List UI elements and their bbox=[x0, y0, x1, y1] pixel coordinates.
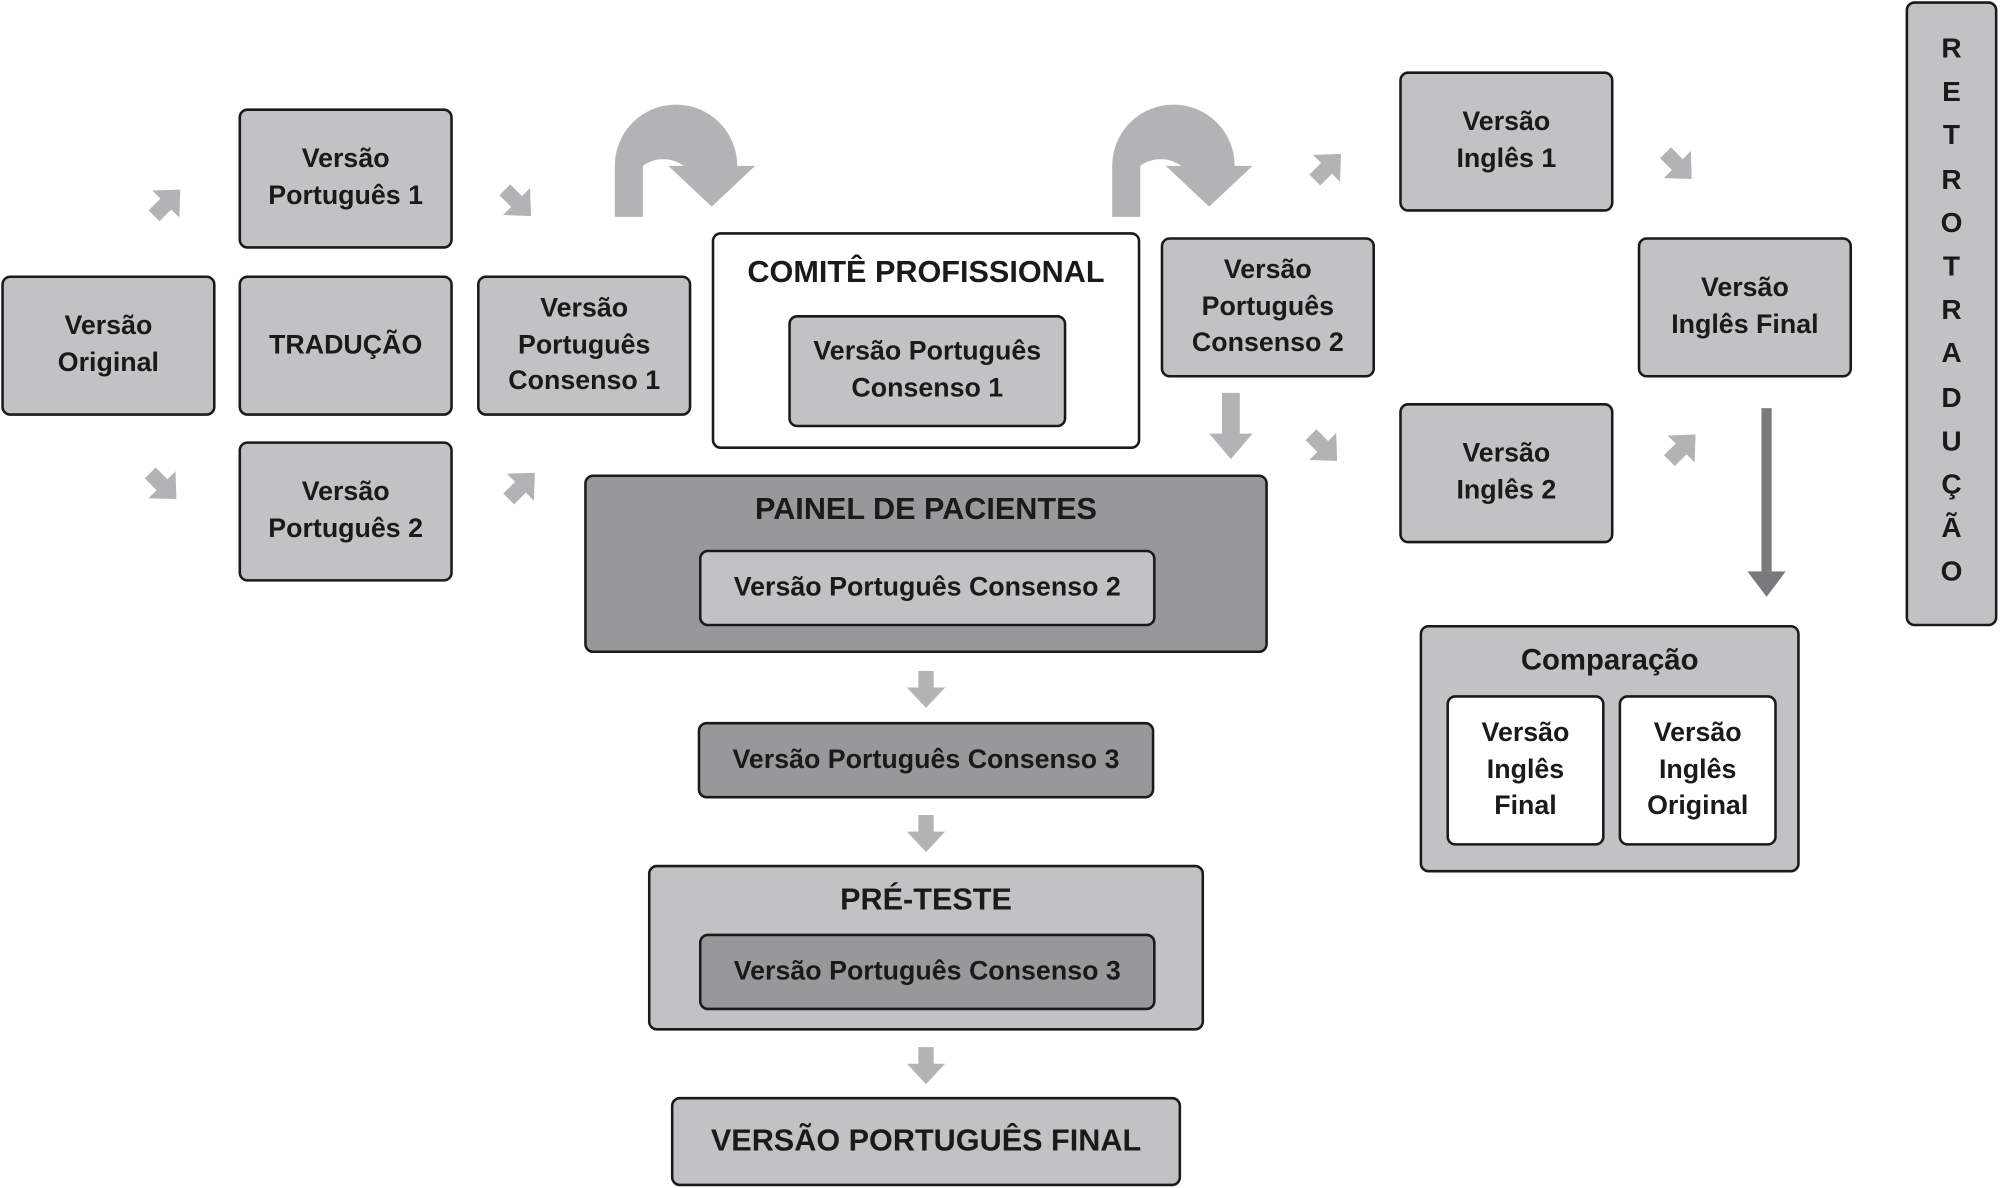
versao-portugues-2-box: Versão Português 2 bbox=[238, 441, 453, 582]
u-turn-arrow bbox=[1112, 104, 1253, 217]
u-turn-arrow bbox=[614, 104, 756, 217]
arrow-up-right bbox=[1301, 140, 1355, 194]
retroducao-letter: R bbox=[1941, 31, 1962, 64]
versao-portugues-final-box: VERSÃO PORTUGUÊS FINAL bbox=[670, 1096, 1182, 1187]
arrow-down bbox=[906, 815, 946, 853]
retroducao-letter: R bbox=[1941, 162, 1962, 195]
retroducao-letter: Ç bbox=[1941, 468, 1962, 501]
retroducao-letter: T bbox=[1942, 250, 1961, 282]
arrow-up-right bbox=[1655, 421, 1710, 475]
retroducao-letter: Ã bbox=[1941, 511, 1962, 544]
arrow-down bbox=[906, 1047, 946, 1085]
arrow-down bbox=[1209, 392, 1253, 460]
versao-portugues-consenso-1-box: Versão Português Consenso 1 bbox=[477, 275, 692, 416]
comite-inner-box: Versão Português Consenso 1 bbox=[788, 315, 1067, 428]
versao-ingles-1-box: Versão Inglês 1 bbox=[1399, 71, 1614, 212]
long-arrow-head bbox=[1747, 571, 1786, 597]
comparacao-title: Comparação bbox=[1520, 642, 1699, 677]
comparacao-panel: Comparação Versão Inglês Final Versão In… bbox=[1419, 624, 1800, 873]
versao-ingles-final-box: Versão Inglês Final bbox=[1637, 237, 1853, 378]
retroducao-letter: A bbox=[1941, 337, 1962, 370]
versao-original-box: Versão Original bbox=[1, 275, 216, 416]
pre-teste-inner-box: Versão Português Consenso 3 bbox=[698, 933, 1156, 1011]
retroducao-letter: E bbox=[1942, 75, 1961, 108]
comparacao-ingles-final: Versão Inglês Final bbox=[1446, 695, 1605, 846]
arrow-up-right bbox=[495, 459, 549, 513]
arrow-up-right bbox=[140, 176, 194, 230]
arrow-down-right bbox=[491, 176, 545, 230]
versao-consenso-3-box: Versão Português Consenso 3 bbox=[697, 721, 1155, 799]
retroducao-letter: U bbox=[1941, 424, 1962, 457]
retroducao-letter: T bbox=[1942, 119, 1961, 152]
arrow-down bbox=[906, 670, 946, 708]
retroducao-letter: O bbox=[1940, 555, 1963, 588]
comite-profissional-panel: COMITÊ PROFISSIONAL Versão Português Con… bbox=[711, 232, 1141, 449]
comparacao-ingles-original: Versão Inglês Original bbox=[1618, 695, 1777, 846]
versao-portugues-1-box: Versão Português 1 bbox=[238, 108, 453, 249]
comite-profissional-title: COMITÊ PROFISSIONAL bbox=[747, 255, 1105, 290]
retroducao-letter: R bbox=[1941, 293, 1962, 326]
pre-teste-panel: PRÉ-TESTE Versão Português Consenso 3 bbox=[647, 864, 1205, 1031]
versao-ingles-2-box: Versão Inglês 2 bbox=[1399, 403, 1614, 544]
arrow-down-right bbox=[1297, 421, 1351, 475]
versao-portugues-consenso-2-box: Versão Português Consenso 2 bbox=[1160, 237, 1375, 378]
painel-pacientes-panel: PAINEL DE PACIENTES Versão Português Con… bbox=[584, 474, 1268, 654]
traducao-box: TRADUÇÃO bbox=[238, 275, 453, 416]
long-arrow-shaft bbox=[1761, 408, 1772, 572]
painel-pacientes-title: PAINEL DE PACIENTES bbox=[755, 492, 1097, 527]
retroducao-letter: O bbox=[1940, 206, 1963, 239]
painel-inner-box: Versão Português Consenso 2 bbox=[698, 549, 1156, 627]
arrow-down-right bbox=[1652, 139, 1706, 193]
arrow-down-right bbox=[136, 459, 190, 513]
pre-teste-title: PRÉ-TESTE bbox=[840, 882, 1012, 918]
retroducao-letter: D bbox=[1941, 380, 1962, 413]
